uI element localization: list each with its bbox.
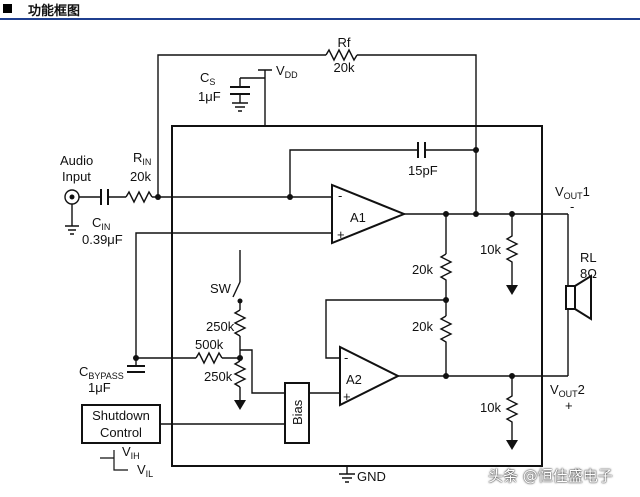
- amp-a1: [331, 183, 407, 245]
- r250k-bot-resistor: [233, 360, 247, 388]
- r250k-top-label: 250k: [206, 319, 235, 334]
- a2-minus: -: [344, 350, 348, 365]
- junction-a1-out-2: [473, 211, 479, 217]
- cs-value: 1μF: [198, 89, 221, 104]
- watermark: 头条 @恒佳盛电子: [488, 467, 613, 485]
- cbypass-capacitor: [127, 365, 145, 373]
- cap-15pf-label: 15pF: [408, 163, 438, 178]
- rf-wire-right: [357, 54, 477, 214]
- r20k-upper-resistor: [439, 253, 453, 300]
- audio-input-label-2: Input: [62, 169, 91, 184]
- rl-value: 8Ω: [580, 266, 597, 281]
- audio-input-label-1: Audio: [60, 153, 93, 168]
- sw-blade: [232, 281, 241, 298]
- cbypass-value: 1μF: [88, 380, 111, 395]
- rf-wire: [157, 54, 326, 197]
- r10k-top-resistor: [505, 214, 519, 285]
- rf-value: 20k: [334, 60, 355, 75]
- junction-rin: [155, 194, 161, 200]
- vil-label: VIL: [137, 462, 153, 479]
- divider-to-bias-wire: [240, 349, 285, 394]
- bias-label: Bias: [290, 399, 305, 425]
- header-square-bullet: [3, 4, 12, 13]
- r10k-bot-resistor: [505, 376, 519, 440]
- vdd-label: VDD: [276, 63, 298, 80]
- vih-vil-waveform: [100, 450, 128, 471]
- r250k-top-resistor: [233, 309, 247, 337]
- a2-label: A2: [346, 372, 362, 387]
- cin-capacitor: [100, 189, 109, 205]
- r500k-label: 500k: [195, 337, 224, 352]
- vout1-sign: -: [570, 199, 574, 214]
- a1-minus: -: [338, 188, 342, 203]
- r250k-bot-label: 250k: [204, 369, 233, 384]
- feedback-15pf-wire: [289, 149, 476, 197]
- sw-label: SW: [210, 281, 232, 296]
- r10k-top-label: 10k: [480, 242, 501, 257]
- vout2-sign: +: [565, 398, 573, 413]
- rin-resistor: [125, 190, 153, 204]
- r20k-upper-label: 20k: [412, 262, 433, 277]
- gnd-symbol: [339, 466, 355, 483]
- shutdown-label-1: Shutdown: [92, 408, 150, 423]
- cap-15pf: [417, 142, 426, 158]
- chip-outline: [171, 125, 543, 467]
- cs-label: CS: [200, 70, 215, 87]
- junction-15pf-right: [473, 147, 479, 153]
- r500k-resistor: [195, 351, 223, 365]
- vih-label: VIH: [122, 444, 140, 461]
- r20k-lower-label: 20k: [412, 319, 433, 334]
- vout2-label: VOUT2: [550, 382, 585, 399]
- a2-feedback-wire: [325, 299, 446, 359]
- speaker-icon: [565, 285, 576, 310]
- a1-label: A1: [350, 210, 366, 225]
- bypass-wire: [135, 232, 332, 358]
- shutdown-label-2: Control: [100, 425, 142, 440]
- r10k-bot-ground: [506, 440, 518, 450]
- audio-input-ground: [65, 204, 79, 235]
- cin-label: CIN: [92, 215, 110, 232]
- r20k-lower-resistor: [439, 315, 453, 376]
- section-header: 功能框图: [0, 0, 640, 22]
- cs-capacitor: [230, 86, 250, 95]
- header-title: 功能框图: [28, 4, 81, 19]
- rl-label: RL: [580, 250, 597, 265]
- cbypass-label: CBYPASS: [79, 364, 124, 381]
- cin-value: 0.39μF: [82, 232, 123, 247]
- cs-wire: [239, 77, 265, 87]
- vdd-wire: [258, 69, 272, 126]
- r10k-top-ground: [506, 285, 518, 295]
- a1-plus: +: [337, 227, 345, 242]
- cs-ground: [232, 94, 248, 112]
- r250k-bot-ground-arrow: [234, 400, 246, 410]
- vout1-label: VOUT1: [555, 184, 590, 201]
- rin-value: 20k: [130, 169, 151, 184]
- amp-a2: [339, 345, 401, 407]
- a2-plus: +: [343, 389, 351, 404]
- junction-divider: [237, 355, 243, 361]
- bias-block: [284, 382, 310, 444]
- rf-label: Rf: [338, 35, 351, 50]
- audio-input-jack-center: [69, 194, 75, 200]
- rf-resistor: [325, 48, 358, 62]
- rin-label: RIN: [133, 150, 151, 167]
- header-rule: [0, 18, 640, 20]
- gnd-label: GND: [357, 469, 386, 484]
- r10k-bot-label: 10k: [480, 400, 501, 415]
- speaker-cone: [574, 274, 592, 321]
